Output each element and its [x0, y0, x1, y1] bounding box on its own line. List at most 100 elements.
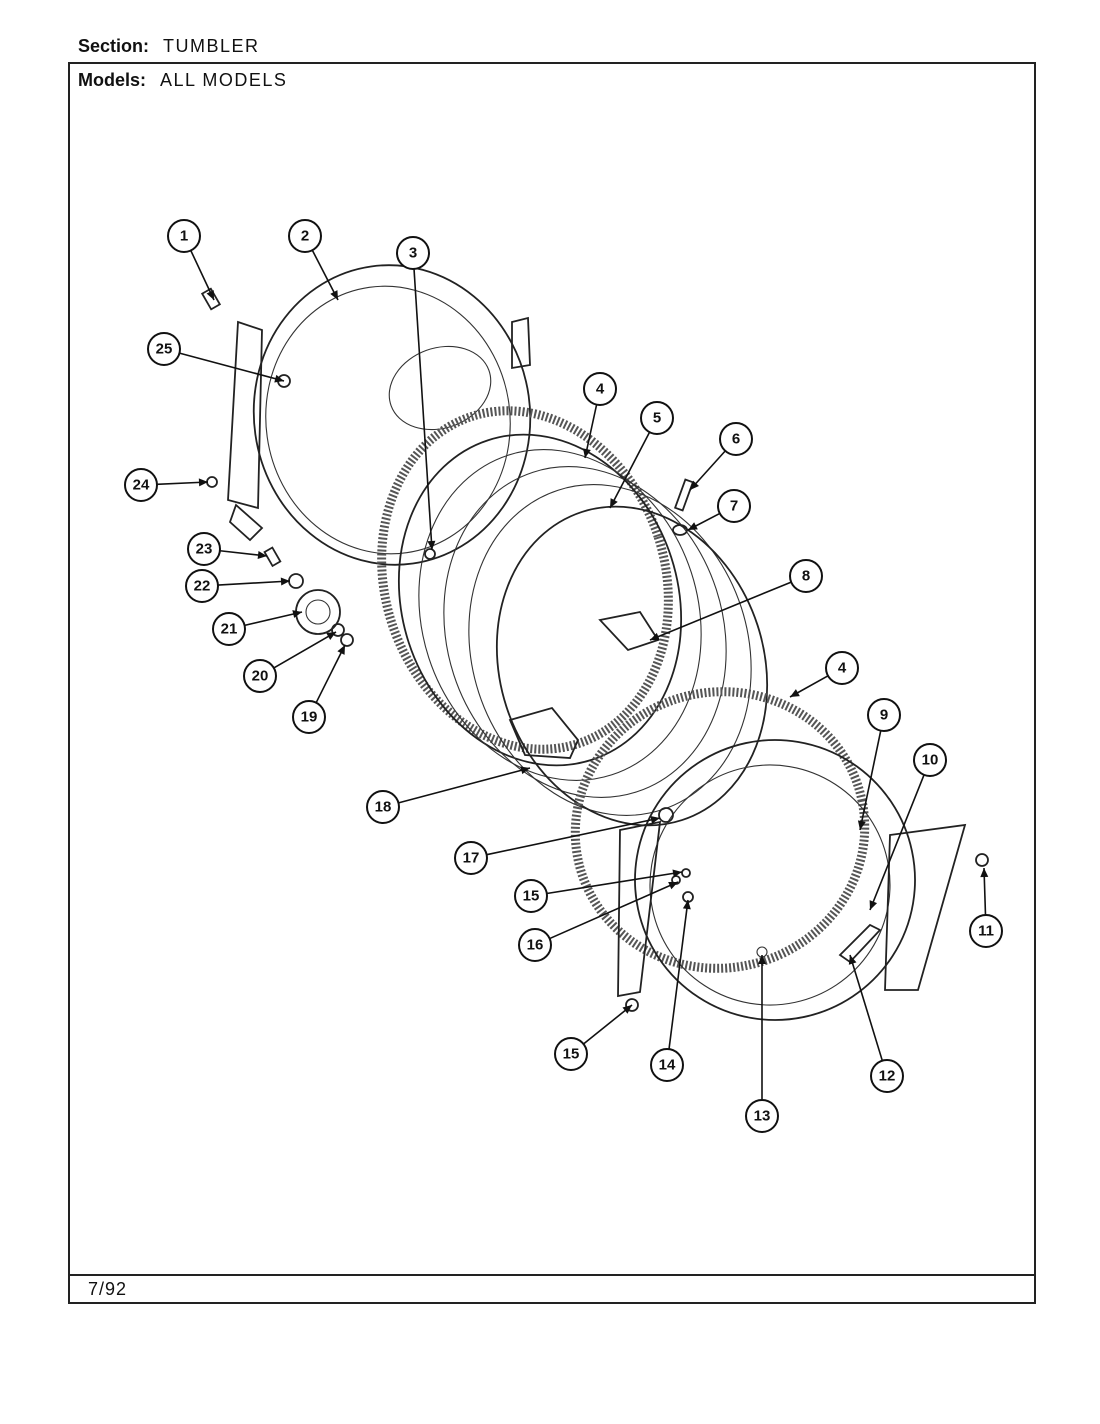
leader-arrow-c19	[337, 645, 345, 655]
leader-arrow-c15a	[672, 869, 682, 878]
callout-label-c18: 18	[375, 799, 392, 816]
callout-label-c7: 7	[730, 498, 738, 515]
callout-label-c4b: 4	[838, 660, 847, 677]
leader-arrow-c11	[980, 868, 989, 878]
callout-circle-c12	[870, 1059, 904, 1093]
leader-arrow-c6	[690, 480, 699, 490]
leader-line-c20	[273, 631, 337, 669]
callout-label-c13: 13	[754, 1108, 771, 1125]
leader-arrow-c8	[650, 632, 660, 641]
callout-circle-c4b	[825, 651, 859, 685]
callout-label-c15a: 15	[523, 888, 540, 905]
leader-arrow-c18	[520, 766, 530, 775]
callout-circle-c8	[789, 559, 823, 593]
callout-label-c24: 24	[133, 477, 150, 494]
leader-line-c4a	[584, 404, 598, 459]
leader-arrow-c21	[292, 610, 302, 618]
callout-circle-c18	[366, 790, 400, 824]
callout-circle-c20	[243, 659, 277, 693]
callout-circle-c23	[187, 532, 221, 566]
leader-lines	[156, 249, 989, 1100]
leader-arrow-c20	[326, 632, 336, 640]
leader-line-c8	[649, 581, 792, 641]
callout-label-c2: 2	[301, 228, 309, 245]
callout-label-c9: 9	[880, 707, 888, 724]
leader-line-c5	[609, 431, 651, 509]
leader-arrow-c7	[688, 522, 698, 530]
callout-circle-c17	[454, 841, 488, 875]
leader-arrow-c15b	[622, 1005, 632, 1014]
leader-line-c14	[668, 899, 689, 1050]
leader-arrow-c1	[206, 290, 214, 300]
callout-label-c10: 10	[922, 752, 939, 769]
leader-arrow-c10	[869, 900, 878, 910]
leader-arrow-c12	[848, 955, 857, 965]
callout-circle-c24	[124, 468, 158, 502]
leader-arrow-c9	[857, 820, 866, 830]
leader-line-c12	[849, 954, 884, 1061]
models-value: ALL MODELS	[160, 70, 288, 90]
leader-arrow-c14	[682, 900, 691, 910]
callout-circle-c5	[640, 401, 674, 435]
leader-line-c15b	[582, 1004, 633, 1045]
callout-label-c4a: 4	[596, 381, 605, 398]
callout-circle-c1	[167, 219, 201, 253]
callout-circle-c6	[719, 422, 753, 456]
callout-label-c20: 20	[252, 668, 269, 685]
callout-circle-c22	[185, 569, 219, 603]
leader-line-c17	[486, 817, 661, 856]
models-header: Models: ALL MODELS	[78, 70, 287, 91]
leader-arrow-c17	[650, 815, 660, 824]
callout-circle-c7	[717, 489, 751, 523]
callout-label-c25: 25	[156, 341, 173, 358]
leader-arrow-c13	[758, 955, 766, 964]
front-bulkhead-drawing	[570, 687, 967, 1021]
callout-circle-c25	[147, 332, 181, 366]
leader-line-c16	[549, 881, 679, 940]
leader-arrow-c4b	[790, 689, 800, 697]
callout-circle-c10	[913, 743, 947, 777]
leader-arrow-c22	[280, 577, 290, 586]
callout-circle-c2	[288, 219, 322, 253]
leader-line-c18	[398, 767, 531, 804]
callout-circle-c13	[745, 1099, 779, 1133]
callout-circle-c4a	[583, 372, 617, 406]
callout-circle-c21	[212, 612, 246, 646]
drum-drawing	[377, 406, 769, 827]
callout-label-c22: 22	[194, 578, 211, 595]
leader-arrow-c25	[274, 374, 284, 383]
leader-arrow-c3	[427, 540, 436, 550]
footer-divider	[68, 1274, 1036, 1276]
leader-line-c15a	[546, 871, 683, 895]
rear-bulkhead-drawing	[227, 264, 532, 566]
leader-arrow-c4a	[583, 448, 591, 458]
leader-line-c22	[217, 580, 291, 586]
models-label: Models:	[78, 70, 147, 90]
callout-label-c8: 8	[802, 568, 810, 585]
callout-label-c14: 14	[659, 1057, 676, 1074]
callout-label-c12: 12	[879, 1068, 896, 1085]
callout-circle-c3	[396, 236, 430, 270]
leader-arrow-c23	[257, 551, 267, 559]
callout-label-c6: 6	[732, 431, 740, 448]
callout-circle-c14	[650, 1048, 684, 1082]
callout-circle-c15a	[514, 879, 548, 913]
callout-label-c21: 21	[221, 621, 238, 638]
callout-circle-c19	[292, 700, 326, 734]
leader-arrow-c5	[610, 498, 618, 508]
callout-label-c3: 3	[409, 245, 417, 262]
callout-circle-c15b	[554, 1037, 588, 1071]
callout-circle-c9	[867, 698, 901, 732]
leader-line-c9	[859, 730, 882, 831]
callout-circle-c11	[969, 914, 1003, 948]
callout-label-c19: 19	[301, 709, 318, 726]
callout-circle-c16	[518, 928, 552, 962]
callout-label-c1: 1	[180, 228, 188, 245]
section-header: Section: TUMBLER	[78, 36, 260, 57]
section-label: Section:	[78, 36, 150, 56]
section-value: TUMBLER	[163, 36, 260, 56]
leader-line-c21	[244, 611, 303, 627]
callout-label-c15b: 15	[563, 1046, 580, 1063]
leader-arrow-c16	[668, 881, 678, 890]
